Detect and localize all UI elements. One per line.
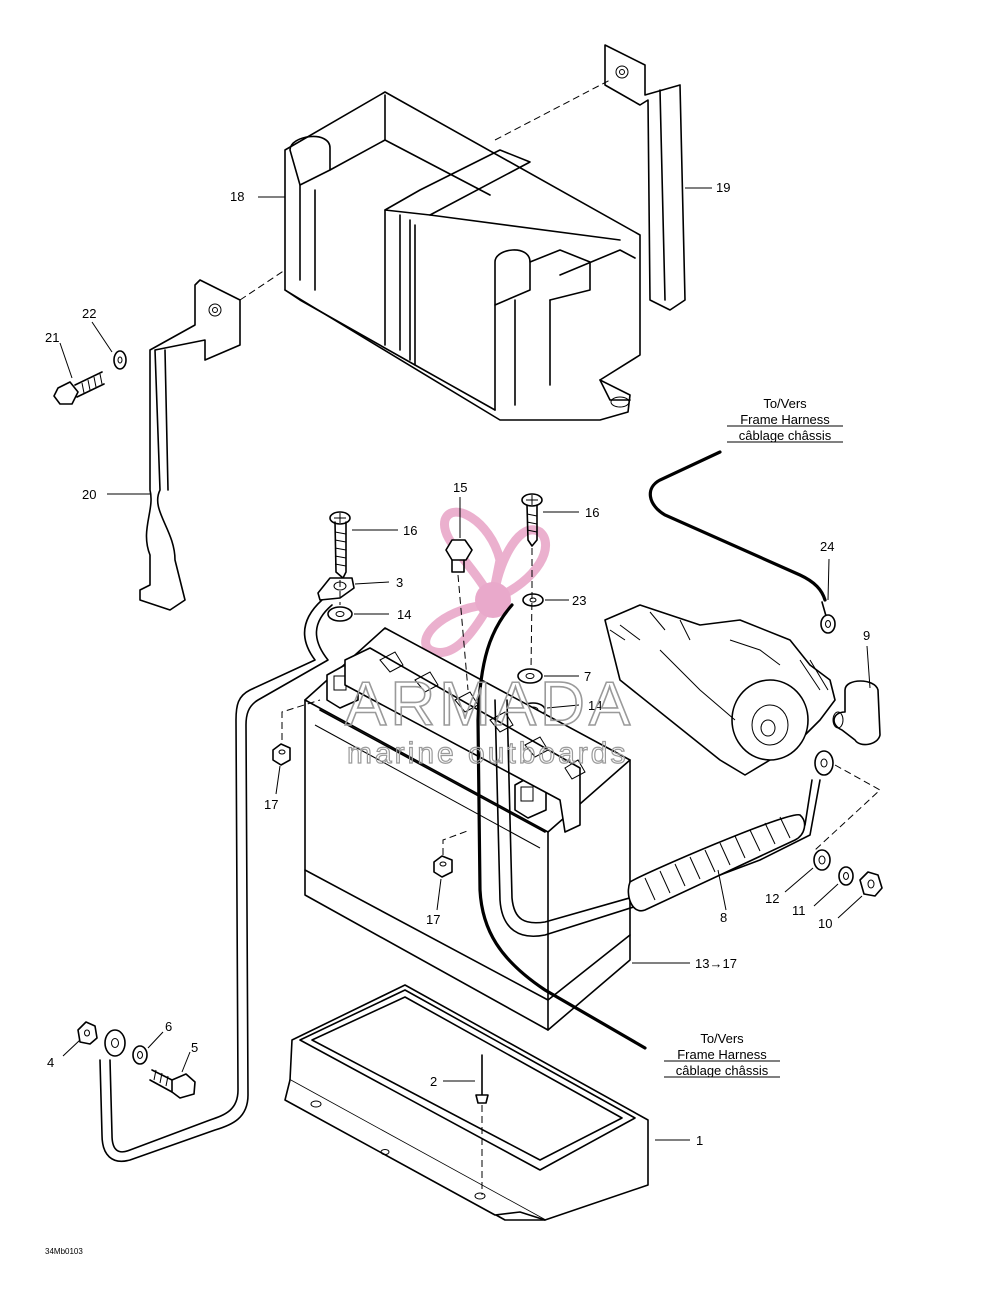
front-bracket xyxy=(139,279,241,611)
vent-fitting-15 xyxy=(445,539,473,573)
callout-22: 22 xyxy=(82,306,96,321)
washer-7 xyxy=(517,668,543,684)
starter-motor xyxy=(604,604,836,776)
ring-terminal-3 xyxy=(317,577,355,601)
callout-14-right: 14 xyxy=(588,698,602,713)
washer-23 xyxy=(522,593,544,607)
figure-code: 34Mb0103 xyxy=(45,1247,83,1256)
callout-23: 23 xyxy=(572,593,586,608)
rear-bracket xyxy=(604,44,686,311)
note-upper-line1: To/Vers xyxy=(763,396,807,411)
callout-17-center: 17 xyxy=(426,912,440,927)
callout-3: 3 xyxy=(396,575,403,590)
leader-nut-left xyxy=(281,699,321,740)
callout-2: 2 xyxy=(430,1074,437,1089)
callout-1: 1 xyxy=(696,1133,703,1148)
terminal-boot-9 xyxy=(832,680,881,746)
battery-tray xyxy=(284,984,649,1221)
callout-10: 10 xyxy=(818,916,832,931)
note-lower-line3: câblage châssis xyxy=(676,1063,769,1078)
washer-14-left xyxy=(327,606,353,622)
nut-17-center xyxy=(433,855,453,878)
callout-9: 9 xyxy=(863,628,870,643)
leader-cover-to-bracket xyxy=(494,79,611,141)
frame-harness-wire-upper xyxy=(648,450,827,602)
negative-cable xyxy=(99,599,333,1162)
battery xyxy=(304,627,631,1031)
callout-19: 19 xyxy=(716,180,730,195)
callout-20: 20 xyxy=(82,487,96,502)
screw-16-left xyxy=(329,511,351,579)
callout-labels: 18 19 21 22 20 16 16 15 3 14 23 7 14 24 … xyxy=(45,180,870,1148)
callout-7: 7 xyxy=(584,669,591,684)
screw-21 xyxy=(53,371,105,405)
screw-16-right xyxy=(521,493,543,547)
leader-vent xyxy=(457,574,469,691)
callout-16-left: 16 xyxy=(403,523,417,538)
leader-screw16-right xyxy=(530,548,533,671)
leader-cable-to-nut xyxy=(814,764,881,851)
frame-harness-wire-lower xyxy=(476,603,647,1050)
callout-16-right: 16 xyxy=(585,505,599,520)
ring-terminal-24 xyxy=(820,601,836,634)
callout-15: 15 xyxy=(453,480,467,495)
washer-12 xyxy=(813,849,831,871)
note-frame-harness-upper: To/Vers Frame Harness câblage châssis xyxy=(727,396,843,443)
callout-4: 4 xyxy=(47,1055,54,1070)
washer-22 xyxy=(113,350,127,370)
ring-terminal-cable-end xyxy=(104,1029,126,1057)
callout-24: 24 xyxy=(820,539,834,554)
rivet-2 xyxy=(475,1054,489,1104)
note-upper-line2: Frame Harness xyxy=(740,412,830,427)
callout-17-left: 17 xyxy=(264,797,278,812)
watermark-brand: ARMADA xyxy=(345,670,634,739)
callout-11: 11 xyxy=(792,903,806,918)
note-upper-line3: câblage châssis xyxy=(739,428,832,443)
nut-17-left xyxy=(272,743,291,766)
callout-8: 8 xyxy=(720,910,727,925)
callout-6: 6 xyxy=(165,1019,172,1034)
nut-10 xyxy=(859,871,883,897)
positive-cable-8 xyxy=(494,699,834,937)
watermark-propeller-logo xyxy=(421,507,551,657)
battery-cover xyxy=(284,91,641,421)
note-lower-line1: To/Vers xyxy=(700,1031,744,1046)
callout-13-17: 13→17 xyxy=(695,956,737,971)
callout-21: 21 xyxy=(45,330,59,345)
leader-nut-center xyxy=(442,829,471,855)
washer-6 xyxy=(132,1045,148,1065)
callout-12: 12 xyxy=(765,891,779,906)
leader-bracket-to-cover xyxy=(239,269,286,301)
nut-4 xyxy=(77,1021,98,1045)
callout-leaders xyxy=(59,187,871,1141)
note-frame-harness-lower: To/Vers Frame Harness câblage châssis xyxy=(664,1031,780,1078)
callout-5: 5 xyxy=(191,1040,198,1055)
bolt-5 xyxy=(149,1069,196,1099)
callout-14-left: 14 xyxy=(397,607,411,622)
watermark-tagline: marine outboards xyxy=(347,737,628,770)
note-lower-line2: Frame Harness xyxy=(677,1047,767,1062)
lock-washer-11 xyxy=(838,866,854,886)
callout-18: 18 xyxy=(230,189,244,204)
